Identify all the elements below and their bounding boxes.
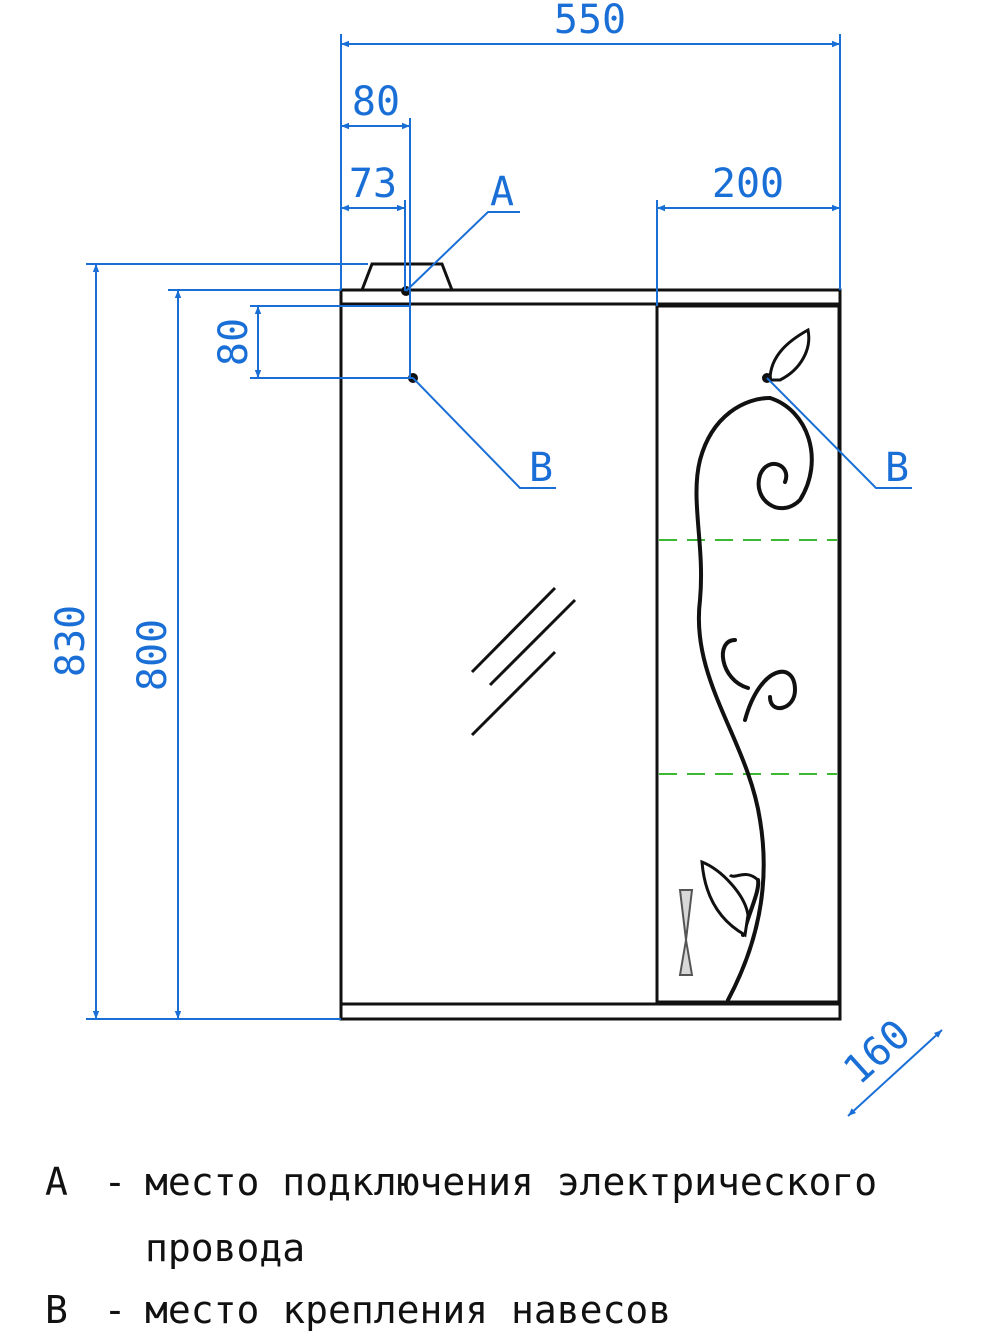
mirror-glare [470, 586, 577, 737]
vine-ornament [694, 396, 814, 1002]
marker-b-right-label: B [885, 445, 909, 491]
door-panel [655, 304, 841, 1004]
legend-dash-b: - [103, 1288, 127, 1332]
dim-label-830: 830 [48, 605, 94, 677]
marker-a-label: A [490, 169, 514, 215]
extension-lines [86, 34, 841, 1020]
dim-label-550: 550 [554, 0, 626, 43]
leader-lines [405, 211, 912, 489]
cabinet-body [339, 262, 842, 1021]
legend-text-a-line2: провода [145, 1226, 306, 1270]
legend-text-a-line1: место подключения электрического [145, 1160, 878, 1204]
legend-letter-b: B [45, 1288, 68, 1332]
legend-letter-a: A [45, 1160, 68, 1204]
legend-text-b: место крепления навесов [145, 1288, 672, 1332]
leaf-top-icon [768, 327, 811, 382]
marker-b-left-label: B [529, 445, 553, 491]
dim-label-80-horizontal: 80 [352, 79, 400, 125]
legend: A-место подключения электрического прово… [0, 1150, 1000, 1340]
legend-dash-a: - [103, 1160, 127, 1204]
dim-label-800: 800 [130, 619, 176, 691]
legend-row-b: B-место крепления навесов [45, 1288, 671, 1332]
dim-label-80-vertical: 80 [211, 318, 257, 366]
dim-line-160 [847, 1029, 943, 1117]
lamp [360, 262, 454, 291]
dim-label-200: 200 [712, 161, 784, 207]
legend-row-a: A-место подключения электрического [45, 1160, 877, 1204]
leaf-bottom-icon [700, 859, 750, 938]
dim-label-73: 73 [349, 161, 397, 207]
door-handle-icon [678, 889, 694, 976]
cabinet-drawing: 550 80 73 200 830 800 80 160 A B B [48, 0, 943, 1117]
dim-label-160: 160 [835, 1011, 919, 1094]
